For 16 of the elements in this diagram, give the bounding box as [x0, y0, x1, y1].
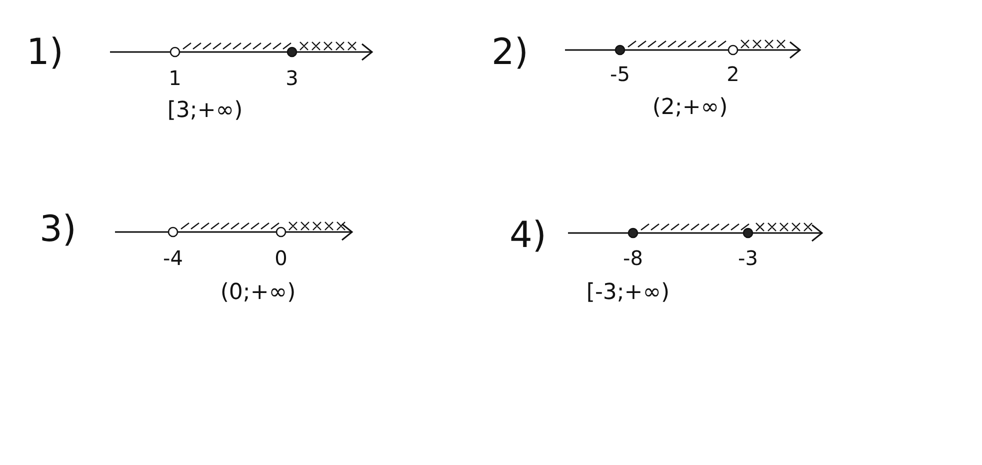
problem-number: 1) [26, 35, 64, 71]
interval-answer: (0;+∞) [220, 282, 296, 304]
tick-label: 2 [726, 64, 740, 84]
interval-answer: [3;+∞) [167, 100, 243, 122]
tick-label: -8 [623, 248, 643, 268]
tick-label: 1 [168, 68, 182, 88]
tick-label: 0 [274, 248, 288, 268]
problem-number: 2) [492, 35, 528, 71]
interval-answer: (2;+∞) [652, 97, 728, 119]
tick-label: -5 [610, 64, 630, 84]
tick-label: -4 [163, 248, 183, 268]
interval-answer: [-3;+∞) [586, 282, 670, 304]
tick-label: -3 [738, 248, 758, 268]
problem-number: 4) [510, 218, 546, 254]
tick-label: 3 [286, 68, 298, 88]
problem-number: 3) [40, 212, 76, 248]
